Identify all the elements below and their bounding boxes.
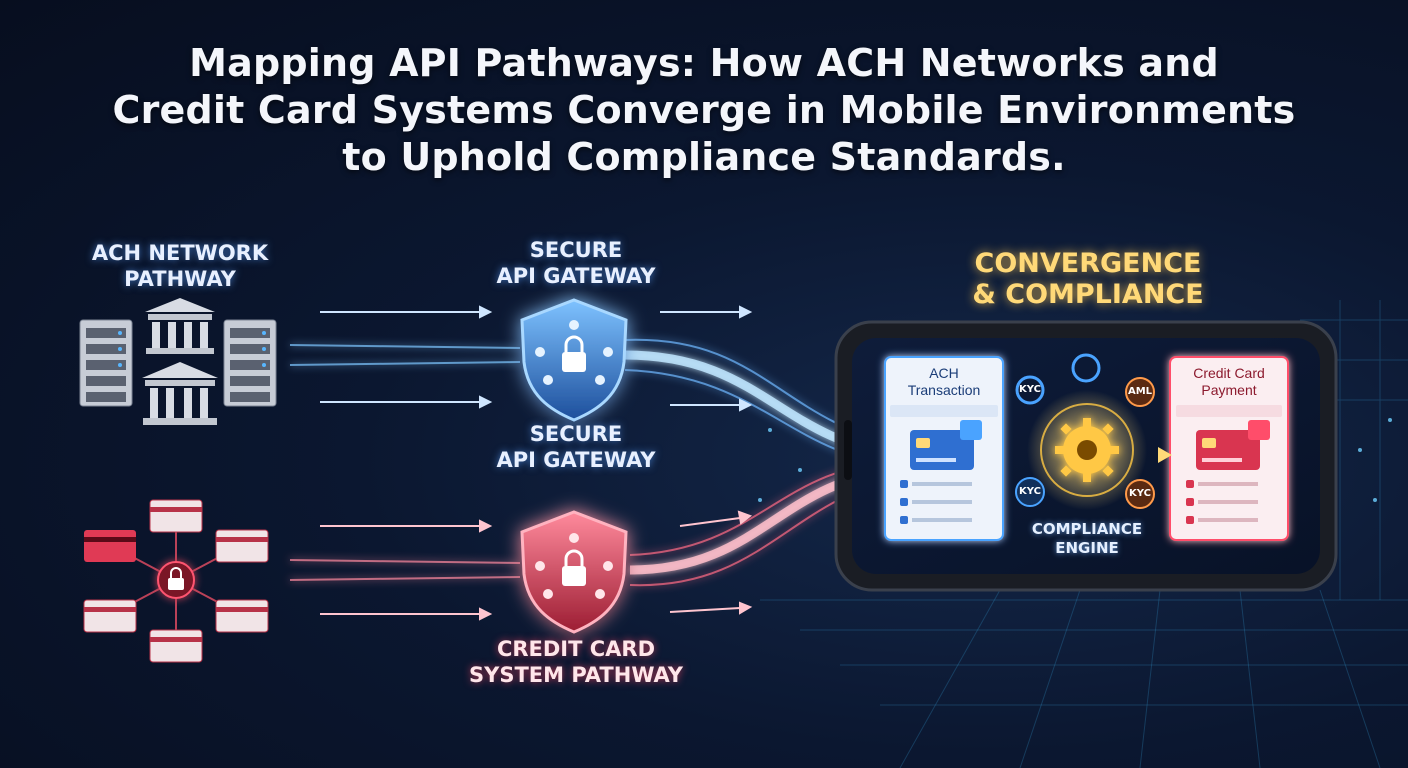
- kyc-badge: KYC: [1019, 486, 1041, 497]
- card-pathway-line-1: CREDIT CARD: [496, 637, 656, 661]
- convergence-label: CONVERGENCE & COMPLIANCE: [948, 248, 1228, 310]
- page-title: Mapping API Pathways: How ACH Networks a…: [0, 40, 1408, 181]
- gateway-mid-line-1: SECURE: [529, 422, 623, 446]
- lock-icon: [157, 561, 195, 599]
- credit-card-icon: [215, 529, 269, 563]
- ach-pathway-line-2: PATHWAY: [124, 267, 236, 291]
- cc-card-title: Credit Card Payment: [1170, 365, 1288, 399]
- gateway-top-line-1: SECURE: [529, 238, 623, 262]
- server-rack-icon: [79, 319, 133, 407]
- kyc-badge: KYC: [1019, 384, 1041, 395]
- bank-icon: [142, 362, 218, 425]
- credit-card-icon: [149, 499, 203, 533]
- title-line-1: Mapping API Pathways: How ACH Networks a…: [189, 41, 1219, 85]
- server-rack-icon: [223, 319, 277, 407]
- ach-transaction-panel: [884, 356, 1004, 541]
- bank-icon: [145, 298, 215, 354]
- compliance-engine: [1003, 353, 1172, 510]
- credit-card-icon: [84, 530, 136, 562]
- cc-card-title-line-1: Credit Card: [1193, 365, 1265, 381]
- credit-card-icon: [215, 599, 269, 633]
- ach-pathway-line-1: ACH NETWORK: [91, 241, 269, 265]
- gateway-top-line-2: API GATEWAY: [496, 264, 656, 288]
- kyc-badge: KYC: [1129, 488, 1151, 499]
- lock-icon: [535, 533, 613, 599]
- cc-card-title-line-2: Payment: [1201, 382, 1257, 398]
- card-pathway-label: CREDIT CARD SYSTEM PATHWAY: [450, 636, 702, 688]
- convergence-line-1: CONVERGENCE: [974, 248, 1202, 279]
- compliance-engine-label: COMPLIANCE ENGINE: [1012, 520, 1162, 558]
- gear-icon: [1015, 353, 1101, 405]
- credit-card-icon: [910, 430, 974, 470]
- ach-card-title-line-1: ACH: [929, 365, 959, 381]
- card-pathway-line-2: SYSTEM PATHWAY: [469, 663, 683, 687]
- particles: [758, 418, 1392, 502]
- gateway-mid-label: SECURE API GATEWAY: [464, 421, 688, 473]
- arrow-icon: [320, 510, 753, 621]
- title-line-3: to Uphold Compliance Standards.: [342, 135, 1066, 179]
- ach-pathway-label: ACH NETWORK PATHWAY: [70, 240, 290, 292]
- lock-icon: [535, 320, 613, 385]
- ach-card-title-line-2: Transaction: [907, 382, 981, 398]
- aml-badge: AML: [1127, 386, 1153, 397]
- gear-icon: [1055, 418, 1119, 482]
- grid-floor: [760, 300, 1408, 768]
- credit-card-icon: [1196, 430, 1260, 470]
- badge-shapes: [1015, 377, 1155, 509]
- ach-network-cluster: [79, 298, 277, 425]
- ach-card-title: ACH Transaction: [885, 365, 1003, 399]
- cc-payment-panel: [1169, 356, 1289, 541]
- arrow-icon: [320, 305, 753, 412]
- gateway-mid-line-2: API GATEWAY: [496, 448, 656, 472]
- credit-card-icon: [83, 599, 137, 633]
- gateway-top-label: SECURE API GATEWAY: [464, 237, 688, 289]
- engine-line-1: COMPLIANCE: [1031, 520, 1143, 538]
- card-network-cluster: [83, 499, 269, 663]
- engine-line-2: ENGINE: [1055, 539, 1119, 557]
- title-line-2: Credit Card Systems Converge in Mobile E…: [112, 88, 1296, 132]
- convergence-line-2: & COMPLIANCE: [972, 279, 1204, 310]
- credit-card-icon: [149, 629, 203, 663]
